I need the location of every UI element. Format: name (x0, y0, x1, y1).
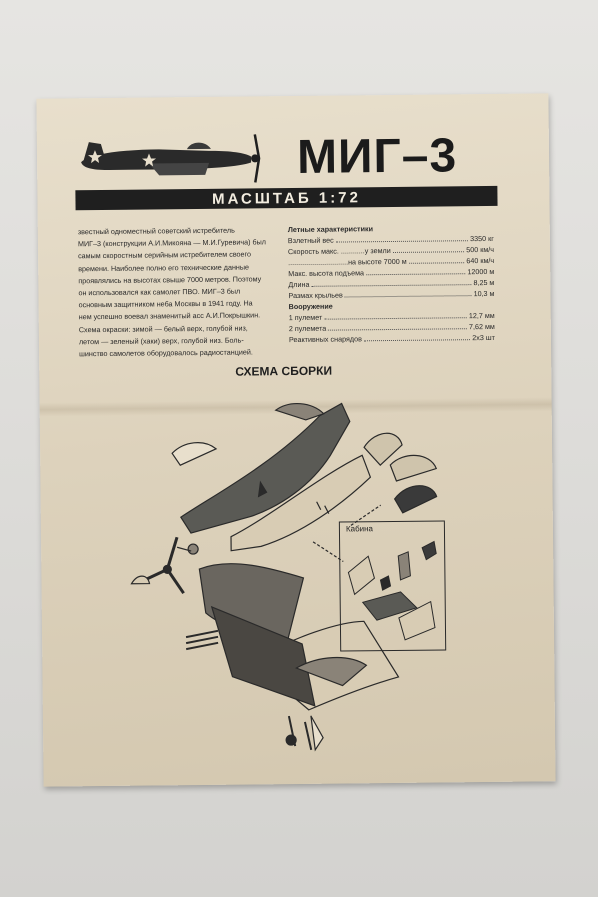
intro-line: нем успешно воевал знаменитый асс А.И.По… (78, 310, 261, 322)
red-star-fuselage (142, 153, 157, 167)
red-star-tail (88, 150, 103, 164)
gear-door (310, 715, 324, 752)
cockpit-bulkhead (398, 600, 436, 641)
spec-value: 2х3 шт (472, 332, 495, 343)
model-title: МИГ–3 (296, 129, 458, 184)
wing-flap (294, 656, 368, 687)
spec-label: Макс. высота подъема (288, 268, 365, 279)
propeller-blade-1 (165, 536, 179, 570)
plane-side-view-illustration (81, 134, 261, 183)
spec-value: 12000 м (467, 266, 495, 277)
cowl-ring (187, 543, 199, 555)
spec-label: Реактивных снарядов (288, 334, 362, 345)
tailplane-right (363, 432, 403, 466)
spec-label: Длина (288, 279, 310, 290)
spec-value: 3350 кг (470, 233, 494, 244)
spinner (251, 154, 260, 163)
instruction-sheet: МИГ–3 МАСШТАБ 1:72 звестный одноместный … (36, 93, 556, 787)
cockpit-parts-illustration (347, 540, 437, 641)
small-part (257, 480, 268, 498)
small-part (316, 501, 330, 514)
assembly-arrow (350, 504, 382, 526)
fuselage (81, 149, 252, 170)
control-stick (421, 540, 437, 561)
spinner-part (130, 575, 151, 585)
exploded-assembly-diagram (130, 402, 438, 752)
spec-label: 2 пулемета (288, 323, 327, 334)
spec-value: 500 км/ч (466, 244, 495, 255)
assembly-diagram-title: СХЕМА СБОРКИ (235, 363, 333, 379)
spec-row: Реактивных снарядов 2х3 шт (289, 332, 495, 345)
spec-value: 8,25 м (473, 277, 495, 288)
fuselage-half (179, 402, 351, 534)
cockpit-side-panel (347, 555, 376, 596)
propeller-blade-3 (166, 568, 185, 595)
intro-line: шинство самолетов оборудовалось радиоста… (79, 347, 253, 359)
elevator-left-dark (393, 485, 438, 514)
instrument-bits (379, 575, 392, 591)
spec-value: 10,3 м (473, 288, 495, 299)
leader-dots (363, 339, 471, 342)
intro-text: звестный одноместный советский истребите… (78, 224, 279, 360)
wing (149, 162, 210, 176)
small-part (176, 546, 192, 552)
intro-line: проявлялись на высотах свыше 7000 метров… (78, 274, 262, 286)
cockpit-inset: Кабина (338, 520, 447, 652)
propeller-blade-2 (144, 567, 168, 581)
wing-center-dark (210, 605, 316, 707)
fuselage-half-light (230, 454, 372, 552)
canopy-part (171, 442, 218, 466)
leader-dots (328, 328, 467, 331)
tail-fin (83, 142, 106, 163)
leader-dots (324, 317, 467, 320)
canopy (186, 142, 211, 150)
elevator-right (389, 454, 438, 482)
spec-label: Размах крыльев (288, 290, 343, 301)
leader-dots (366, 273, 466, 276)
spec-value: 12,7 мм (468, 310, 495, 321)
cockpit-floor (361, 591, 418, 621)
spec-label: Взлетный вес (287, 235, 334, 246)
leader-dots (335, 240, 469, 243)
seat (397, 551, 411, 581)
leader-dots (392, 251, 465, 253)
spec-label: 1 пулемет (288, 312, 323, 323)
gun-barrels (185, 629, 219, 651)
assembly-arrow (312, 541, 344, 563)
spec-value: 640 км/ч (466, 255, 495, 266)
landing-gear-wheel (285, 734, 297, 746)
spec-value: 7,62 мм (468, 321, 495, 332)
leader-dots (408, 262, 465, 264)
spec-label: ..............................на высоте … (288, 256, 407, 268)
leader-dots (344, 295, 472, 298)
leader-dots (311, 284, 472, 287)
tailplane-left (274, 403, 325, 421)
scale-banner: МАСШТАБ 1:72 (75, 185, 498, 211)
